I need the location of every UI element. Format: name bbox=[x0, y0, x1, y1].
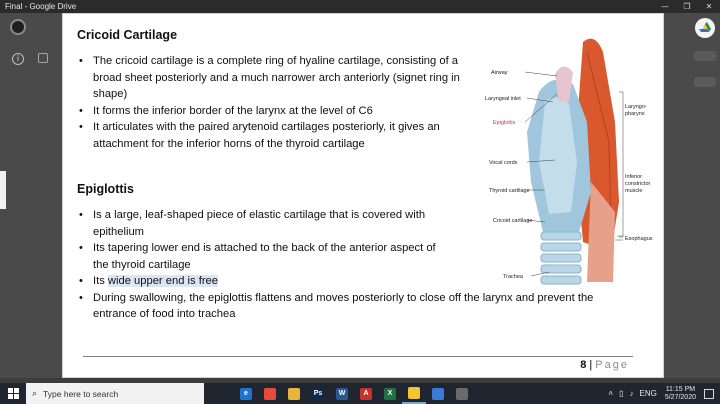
page-number: 8 | Page bbox=[580, 359, 629, 371]
label-inferior-constrictor: Inferior bbox=[625, 174, 642, 180]
taskbar-app-app-blue[interactable] bbox=[426, 383, 450, 404]
maximize-button[interactable]: ❐ bbox=[683, 2, 691, 11]
file-explorer-icon bbox=[288, 387, 300, 400]
list-item: Is a large, leaf-shaped piece of elastic… bbox=[77, 207, 477, 240]
windows-icon bbox=[7, 388, 19, 399]
viewer-left-panel: i bbox=[0, 13, 62, 378]
page-content: Cricoid Cartilage The cricoid cartilage … bbox=[77, 28, 657, 323]
windows-start-button[interactable] bbox=[0, 383, 26, 404]
window-title-bar: Final - Google Drive — ❐ ✕ bbox=[0, 0, 720, 13]
label-epiglottis: Epiglottis bbox=[493, 120, 516, 126]
list-item: It articulates with the paired arytenoid… bbox=[77, 119, 477, 152]
label-laryngeal-inlet: Laryngeal inlet bbox=[485, 96, 521, 102]
panel-icon[interactable] bbox=[38, 53, 48, 63]
acrobat-icon: A bbox=[360, 387, 372, 400]
google-drive-icon bbox=[408, 386, 420, 399]
toolbar-button[interactable] bbox=[694, 51, 716, 61]
selected-text: wide upper end is free bbox=[107, 275, 218, 287]
word-icon: W bbox=[336, 387, 348, 400]
google-drive-icon[interactable] bbox=[694, 17, 716, 39]
clock-time: 11:15 PM bbox=[665, 385, 696, 393]
cricoid-bullet-list: The cricoid cartilage is a complete ring… bbox=[77, 53, 657, 152]
taskbar-app-google-drive[interactable] bbox=[402, 383, 426, 404]
close-button[interactable]: ✕ bbox=[705, 2, 713, 11]
chrome-icon bbox=[264, 387, 276, 400]
page-footer: 8 | Page bbox=[83, 356, 633, 378]
taskbar-app-excel[interactable]: X bbox=[378, 383, 402, 404]
list-item: Its tapering lower end is attached to th… bbox=[77, 240, 437, 273]
page-separator: | bbox=[589, 359, 593, 371]
taskbar-app-word[interactable]: W bbox=[330, 383, 354, 404]
section-heading-cricoid: Cricoid Cartilage bbox=[77, 28, 178, 42]
label-inferior-constrictor: muscle bbox=[625, 188, 642, 194]
list-item-text: Its bbox=[93, 275, 108, 287]
toolbar-button[interactable] bbox=[694, 77, 716, 87]
epiglottis-bullet-list: Is a large, leaf-shaped piece of elastic… bbox=[77, 207, 657, 323]
larynx-illustration: Airway Laryngeal inlet Epiglottis Vocal … bbox=[485, 38, 653, 285]
side-scroll-handle[interactable] bbox=[0, 171, 6, 209]
label-esophagus: Esophagus bbox=[625, 236, 653, 242]
search-icon: ⌕ bbox=[32, 388, 38, 398]
notification-icon[interactable] bbox=[704, 388, 714, 399]
taskbar-app-task-view[interactable] bbox=[210, 383, 234, 404]
minimize-button[interactable]: — bbox=[661, 2, 669, 11]
chevron-up-icon[interactable]: ˄ bbox=[608, 389, 614, 398]
window-controls: — ❐ ✕ bbox=[654, 0, 720, 13]
label-vocal-cords: Vocal cords bbox=[489, 160, 518, 166]
taskbar-app-app-grey[interactable] bbox=[450, 383, 474, 404]
network-icon[interactable]: ▯ bbox=[619, 389, 624, 398]
page-label: Page bbox=[595, 359, 629, 371]
clock[interactable]: 11:15 PM 5/27/2020 bbox=[665, 386, 696, 402]
taskbar-app-edge[interactable]: e bbox=[234, 383, 258, 404]
list-item: Its wide upper end is free bbox=[77, 273, 657, 290]
label-laryngopharynx: pharynx bbox=[625, 111, 645, 117]
task-view-icon bbox=[216, 387, 228, 400]
page-number-value: 8 bbox=[580, 359, 587, 371]
viewer-right-panel bbox=[664, 13, 720, 378]
list-item: It forms the inferior border of the lary… bbox=[77, 103, 477, 120]
clock-date: 5/27/2020 bbox=[664, 393, 696, 401]
edge-icon: e bbox=[240, 387, 252, 400]
label-thyroid-cartilage: Thyroid cartilage bbox=[489, 188, 530, 194]
app-blue-icon bbox=[432, 387, 444, 400]
taskbar-app-acrobat[interactable]: A bbox=[354, 383, 378, 404]
label-laryngopharynx: Laryngo- bbox=[625, 104, 647, 110]
app-grey-icon bbox=[456, 387, 468, 400]
window-title: Final - Google Drive bbox=[5, 2, 77, 11]
list-item: During swallowing, the epiglottis flatte… bbox=[77, 290, 597, 323]
volume-icon[interactable]: ♪ bbox=[629, 389, 634, 398]
document-page: Cricoid Cartilage The cricoid cartilage … bbox=[62, 13, 664, 378]
photoshop-icon: Ps bbox=[312, 387, 324, 400]
taskbar-app-file-explorer[interactable] bbox=[282, 383, 306, 404]
info-icon[interactable]: i bbox=[12, 53, 24, 65]
label-inferior-constrictor: constrictor bbox=[625, 181, 651, 187]
excel-icon: X bbox=[384, 387, 396, 400]
list-item: The cricoid cartilage is a complete ring… bbox=[77, 53, 477, 103]
label-cricoid-cartilage: Cricoid cartilage bbox=[493, 218, 532, 224]
taskbar-search-box[interactable]: ⌕ Type here to search bbox=[26, 383, 204, 404]
label-trachea: Trachea bbox=[503, 274, 524, 280]
label-airway: Airway bbox=[491, 70, 508, 76]
system-tray: ˄ ▯ ♪ ENG 11:15 PM 5/27/2020 bbox=[602, 386, 720, 402]
section-heading-epiglottis: Epiglottis bbox=[77, 182, 134, 196]
taskbar-app-photoshop[interactable]: Ps bbox=[306, 383, 330, 404]
language-indicator[interactable]: ENG bbox=[639, 389, 657, 398]
search-placeholder: Type here to search bbox=[43, 388, 119, 399]
taskbar-app-chrome[interactable] bbox=[258, 383, 282, 404]
avatar[interactable] bbox=[10, 19, 26, 35]
